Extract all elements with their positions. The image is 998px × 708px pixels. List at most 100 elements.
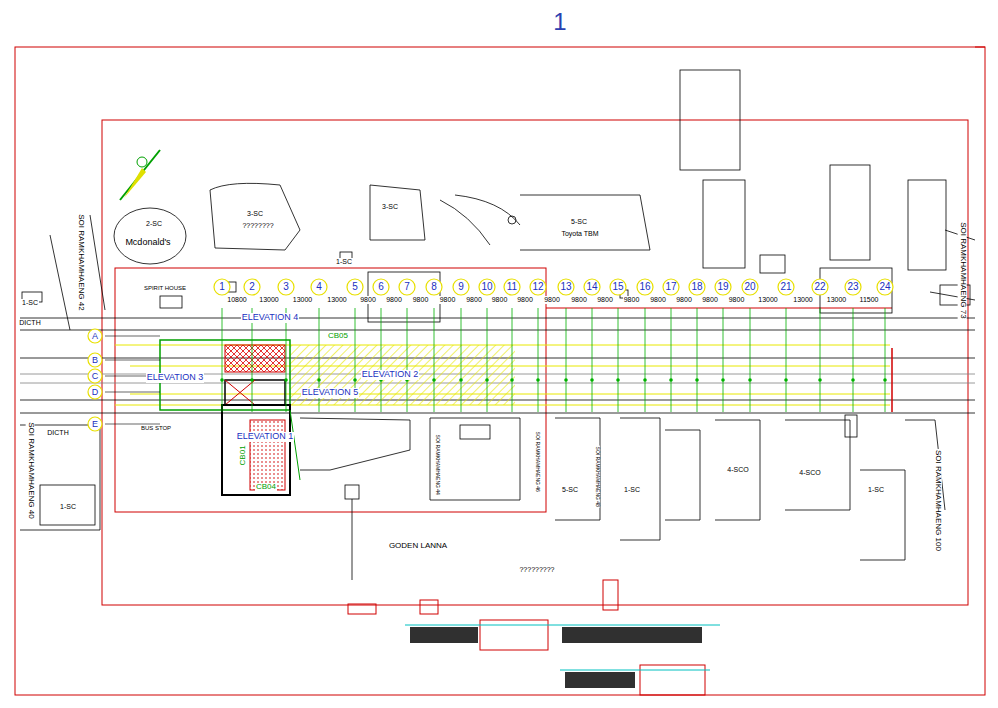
- dimension: 9800: [491, 296, 509, 304]
- building-tag: 3-SC: [381, 203, 399, 211]
- grid-bubble: 17: [662, 278, 680, 296]
- station-frame: [115, 268, 546, 512]
- dimension: 9800: [543, 296, 561, 304]
- street-name: SOI RAMKHAMHAENG 40: [26, 421, 35, 519]
- dimension: 9800: [570, 296, 588, 304]
- grid-label: E: [87, 420, 103, 429]
- dimension: 9800: [412, 296, 430, 304]
- grid-bubble: 3: [277, 278, 295, 296]
- building-tag: 5-SC: [570, 218, 588, 226]
- building-tag: 3-SC: [246, 210, 264, 218]
- grid-label: D: [87, 388, 103, 397]
- road-lines: [20, 318, 975, 413]
- grid-label: 24: [876, 282, 894, 292]
- grid-label: 11: [503, 282, 521, 292]
- building-tag: 1-SC: [59, 503, 77, 511]
- grid-label: 19: [714, 282, 732, 292]
- grid-label: 13: [557, 282, 575, 292]
- match-line: [891, 348, 893, 412]
- grid-label: C: [87, 372, 103, 381]
- grid-label: 4: [310, 282, 328, 292]
- grid-label: A: [87, 332, 103, 341]
- grid-lines: [222, 308, 885, 412]
- dimension: 9800: [701, 296, 719, 304]
- drain-label: DICTH: [46, 429, 69, 437]
- street-name: SOI RAMKHAMHAENG 73: [958, 221, 967, 319]
- column-tag: CB05: [327, 332, 349, 341]
- street-name: SOI RAMKHAMHAENG 42: [76, 213, 85, 311]
- row-bubble: D: [87, 384, 103, 400]
- grid-label: 20: [741, 282, 759, 292]
- platform-hatch: [290, 345, 515, 405]
- grid-bubble: 22: [811, 278, 829, 296]
- grid-label: 9: [452, 282, 470, 292]
- column-tag: CB04: [255, 483, 277, 492]
- street-name: SOI RAMKHAMHAENG 48: [594, 446, 600, 508]
- grid-dots: [220, 378, 887, 382]
- grid-bubble: 23: [844, 278, 862, 296]
- building-tag: 5-SC: [561, 486, 579, 494]
- outer-frame: [15, 47, 985, 695]
- dimension: 13000: [326, 296, 347, 304]
- building-outlines: [20, 415, 945, 580]
- guideway-lines: [115, 345, 890, 405]
- grid-bubble: 10: [478, 278, 496, 296]
- dimension: 9800: [439, 296, 457, 304]
- dimension: 9800: [596, 296, 614, 304]
- view-label: ELEVATION 3: [146, 373, 205, 383]
- view-label: ELEVATION 4: [241, 313, 300, 323]
- place-name: ?????????: [518, 566, 555, 574]
- grid-bubble: 21: [777, 278, 795, 296]
- grid-label: 16: [636, 282, 654, 292]
- building-tag: 4-SCO: [726, 466, 749, 474]
- grid-bubble: 14: [583, 278, 601, 296]
- row-bubble: B: [87, 352, 103, 368]
- place-name: GODEN LANNA: [388, 542, 448, 551]
- grid-label: 23: [844, 282, 862, 292]
- row-bubble: E: [87, 416, 103, 432]
- grid-bubble: 4: [310, 278, 328, 296]
- grid-label: 10: [478, 282, 496, 292]
- building-name: ????????: [241, 222, 274, 230]
- building-name: SPIRIT HOUSE: [143, 285, 187, 292]
- station-box: [160, 340, 300, 495]
- dimension: 11500: [859, 296, 880, 304]
- building-tag: 1-SC: [335, 258, 353, 266]
- dimension: 10800: [226, 296, 247, 304]
- street-name: SOI RAMKHAMHAENG 46: [534, 431, 540, 493]
- building-tag: 1-SC: [623, 486, 641, 494]
- detail-drawings: [348, 580, 720, 695]
- grid-label: B: [87, 356, 103, 365]
- view-label: ELEVATION 2: [361, 370, 420, 380]
- grid-label: 14: [583, 282, 601, 292]
- grid-bubble: 9: [452, 278, 470, 296]
- street-name: SOI RAMKHAMHAENG 100: [933, 449, 942, 552]
- north-arrow: [120, 150, 160, 200]
- grid-label: 18: [688, 282, 706, 292]
- grid-bubble: 6: [372, 278, 390, 296]
- building-tag: 2-SC: [145, 220, 163, 228]
- sheet-title: 1: [553, 8, 566, 36]
- dimension: 9800: [728, 296, 746, 304]
- dimension: 9800: [516, 296, 534, 304]
- grid-label: 1: [213, 282, 231, 292]
- grid-bubble: 2: [243, 278, 261, 296]
- grid-label: 5: [346, 282, 364, 292]
- grid-label: 8: [425, 282, 443, 292]
- dimension: 9800: [359, 296, 377, 304]
- building-tag: 1-SC: [867, 486, 885, 494]
- frame-line: [546, 308, 892, 309]
- building-tag: 4-SCO: [798, 469, 821, 477]
- row-bubble: C: [87, 368, 103, 384]
- grid-label: 17: [662, 282, 680, 292]
- row-bubble: A: [87, 328, 103, 344]
- dimension: 13000: [826, 296, 847, 304]
- frame-tick: [975, 47, 985, 48]
- view-label: ELEVATION 5: [301, 388, 360, 398]
- grid-label: 21: [777, 282, 795, 292]
- dimension: 9800: [385, 296, 403, 304]
- dimension: 13000: [258, 296, 279, 304]
- grid-bubble: 13: [557, 278, 575, 296]
- grid-bubble: 1: [213, 278, 231, 296]
